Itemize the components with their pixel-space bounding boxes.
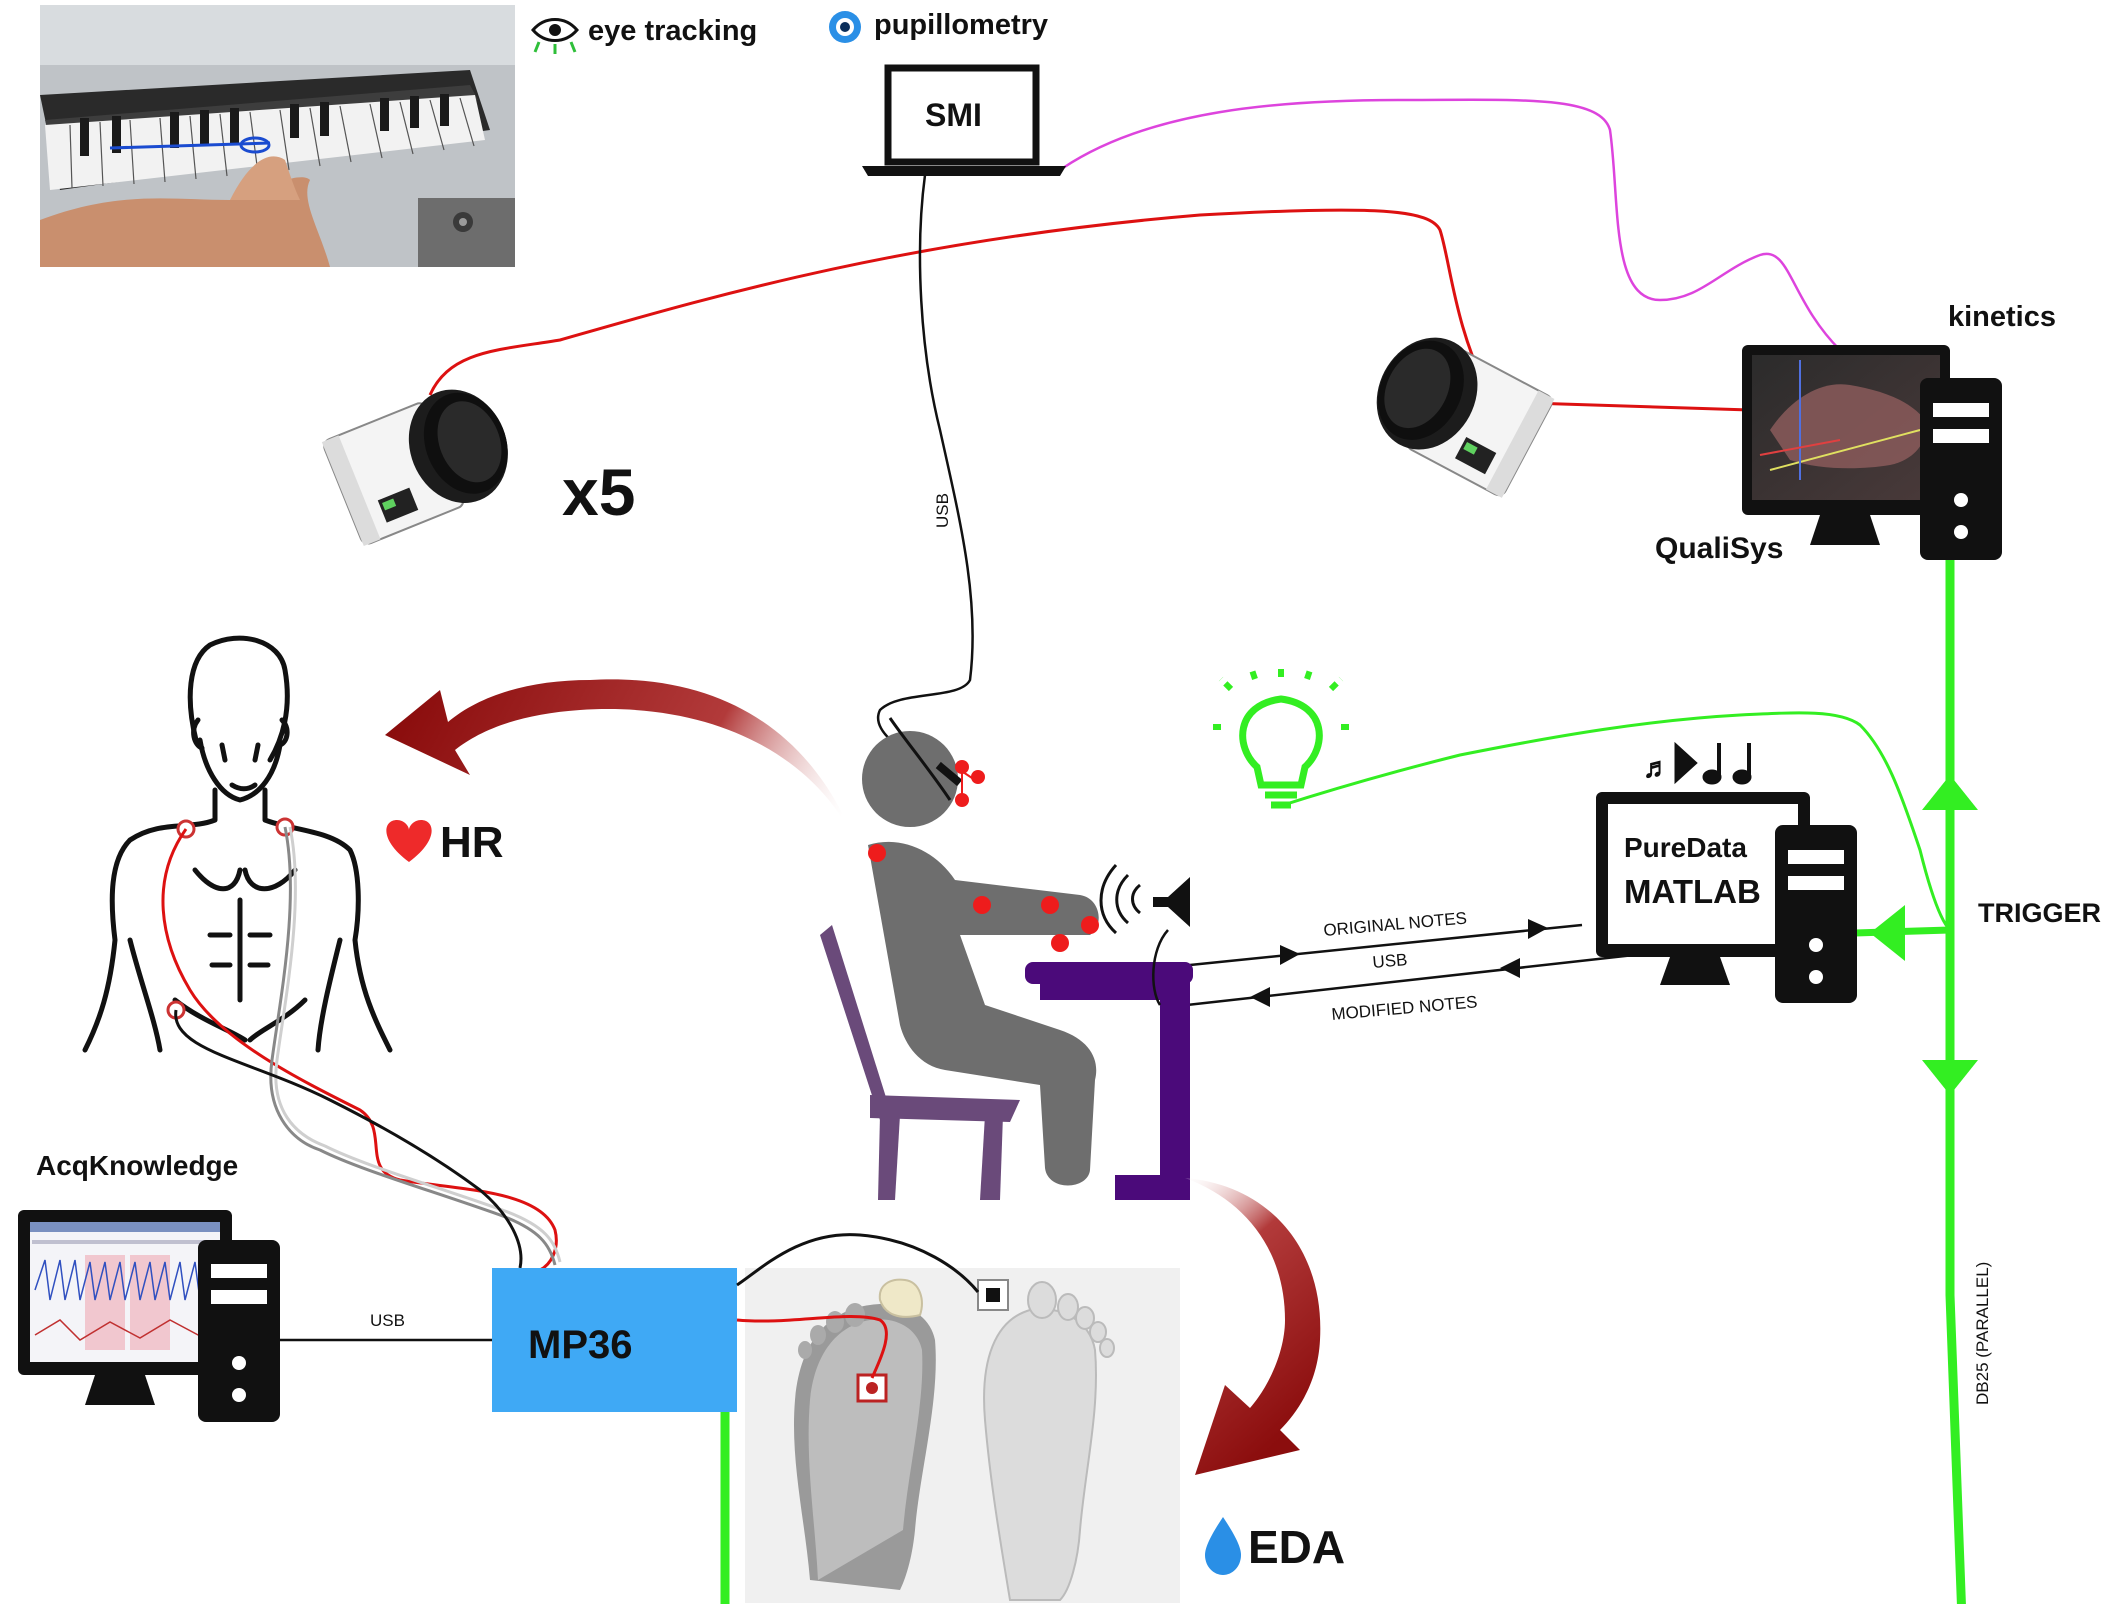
svg-text:♬: ♬ [1643,752,1671,783]
music-notes-icon: ♬ [1643,741,1752,785]
eda-leads [736,1233,980,1379]
lightbulb-icon [1207,663,1355,809]
eda-label: EDA [1248,1521,1345,1573]
trigger-arrow-up [1922,775,1978,810]
pupillometry-label: pupillometry [874,9,1048,41]
modified-notes-arrow-2 [1250,987,1270,1007]
smi-label: SMI [925,97,982,133]
acqknowledge-label: AcqKnowledge [36,1150,238,1181]
modified-notes-arrow-1 [1500,958,1520,978]
mp36-box [492,1268,737,1412]
ecg-electrodes [166,817,295,1020]
trigger-arrow-left [1870,905,1905,961]
original-notes-arrow-2 [1528,919,1548,939]
camera-cable-right [1529,401,1751,412]
heart-icon [386,820,432,862]
puredata-matlab-computer [1596,792,1857,1003]
seated-participant [820,717,1193,1200]
feet-photo [745,1268,1180,1603]
speaker-icon [1099,863,1190,935]
human-torso [82,635,393,1053]
usb-label-vertical: USB [933,493,952,528]
ecg-leads [161,826,562,1272]
pupil-icon [829,11,861,43]
hr-label: HR [440,818,504,867]
camera-cable-left [428,208,1492,396]
qualisys-computer [1742,345,2002,560]
camera-left [321,389,508,546]
keyboard-photo [40,5,515,267]
mp36-label: MP36 [528,1323,633,1367]
water-drop-icon [1205,1517,1241,1575]
trigger-arrow-down [1922,1060,1978,1095]
eye-tracking-label: eye tracking [588,15,757,47]
modified-notes-label: MODIFIED NOTES [1331,992,1479,1024]
camera-right [1376,337,1555,498]
notes-cables [1159,923,1635,1010]
smi-to-qualisys-cable [1062,98,1841,351]
eda-arrow [1185,1178,1321,1475]
original-notes-label: ORIGINAL NOTES [1323,909,1468,940]
speaker-cable [1152,929,1169,1006]
hr-arrow [385,679,860,855]
acqknowledge-computer [18,1210,280,1422]
matlab-label: MATLAB [1624,873,1761,910]
puredata-label: PureData [1624,832,1747,863]
usb-label-middle: USB [1372,950,1408,972]
usb-label-left: USB [370,1311,405,1330]
camera-count-label: x5 [562,455,635,529]
smi-laptop [862,64,1066,176]
smi-usb-cable [876,174,974,772]
qualisys-label: QualiSys [1655,532,1783,565]
trigger-label: TRIGGER [1978,898,2101,928]
original-notes-arrow-1 [1280,945,1300,965]
kinetics-label: kinetics [1948,301,2056,333]
eye-icon [531,18,579,54]
db25-label: DB25 (PARALLEL) [1973,1262,1992,1405]
